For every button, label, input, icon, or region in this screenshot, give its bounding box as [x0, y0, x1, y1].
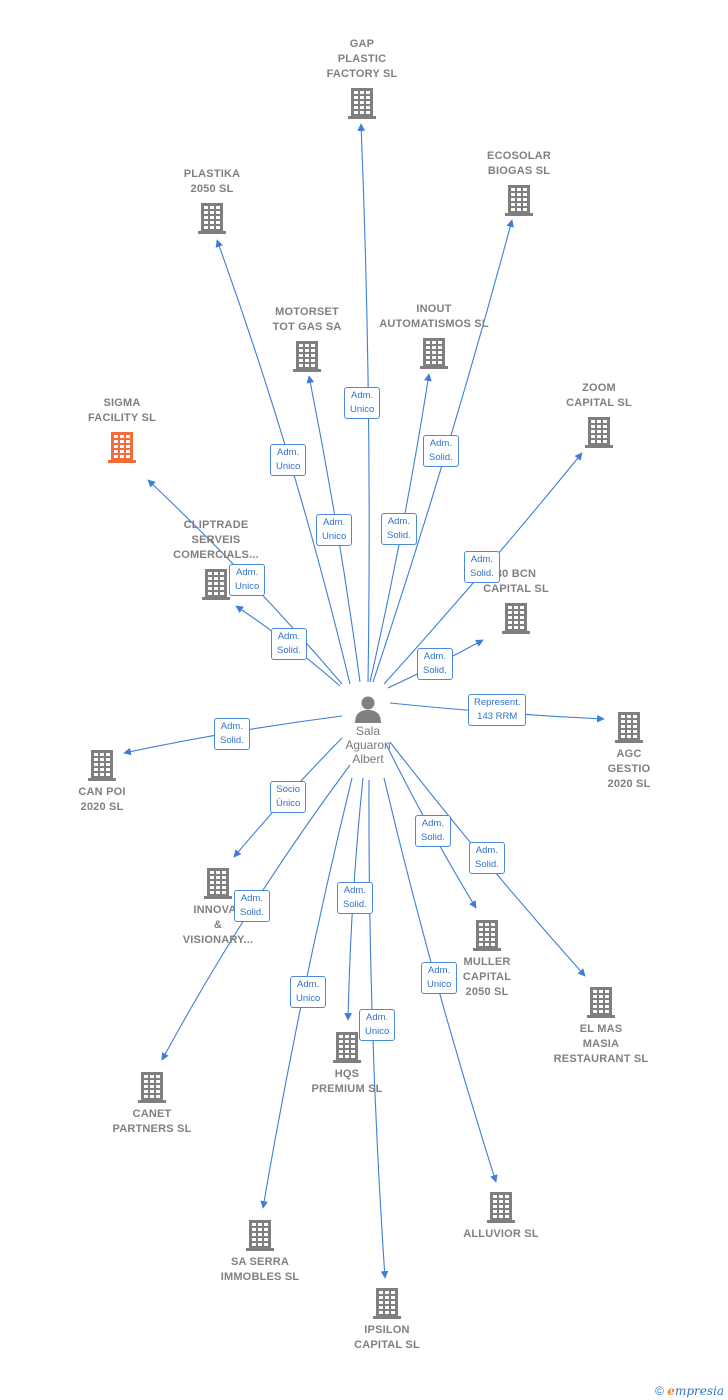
company-node-canet[interactable]: CANET PARTNERS SL	[87, 1070, 217, 1137]
edge-label-agc[interactable]: Represent. 143 RRM	[468, 694, 527, 726]
edge-label-inout[interactable]: Adm. Solid.	[381, 513, 417, 545]
company-node-canpoi[interactable]: CAN POI 2020 SL	[37, 748, 167, 815]
building-icon	[246, 1220, 274, 1251]
company-node-gap[interactable]: GAP PLASTIC FACTORY SL	[297, 37, 427, 120]
edge-label-canpoi[interactable]: Adm. Solid.	[214, 718, 250, 750]
company-name: CLIPTRADE SERVEIS COMERCIALS...	[173, 519, 259, 561]
building-icon	[502, 603, 530, 634]
company-name: CAN POI 2020 SL	[78, 786, 126, 813]
company-node-motorset[interactable]: MOTORSET TOT GAS SA	[242, 305, 372, 373]
company-name: MULLER CAPITAL 2050 SL	[462, 956, 512, 998]
company-node-alluvior[interactable]: ALLUVIOR SL	[436, 1190, 566, 1242]
edge-label-ecosolar[interactable]: Adm. Solid.	[423, 435, 459, 467]
company-node-elmas[interactable]: EL MAS MASIA RESTAURANT SL	[536, 985, 666, 1067]
edge-label-muller[interactable]: Adm. Solid.	[415, 815, 451, 847]
edge-label-alluvior[interactable]: Adm. Unico	[421, 962, 458, 994]
building-icon	[204, 868, 232, 899]
person-icon	[355, 696, 381, 723]
footer-credit: © empresia	[655, 1384, 724, 1398]
company-name: INNOVAT & VISIONARY...	[182, 904, 254, 946]
company-name: MOTORSET TOT GAS SA	[272, 306, 342, 333]
company-node-inout[interactable]: INOUT AUTOMATISMOS SL	[369, 302, 499, 370]
company-node-ipsilon[interactable]: IPSILON CAPITAL SL	[322, 1286, 452, 1353]
building-icon	[473, 920, 501, 951]
building-icon	[293, 341, 321, 372]
building-icon	[348, 88, 376, 119]
company-node-ecosolar[interactable]: ECOSOLAR BIOGAS SL	[454, 149, 584, 217]
edge-label-zoom[interactable]: Adm. Solid.	[464, 551, 500, 583]
center-person[interactable]: Sala Aguaron Albert	[323, 694, 413, 766]
building-icon	[198, 203, 226, 234]
company-node-bcn30[interactable]: 30 BCN CAPITAL SL	[451, 567, 581, 635]
building-icon	[373, 1288, 401, 1319]
edge-label-canet[interactable]: Adm. Solid.	[234, 890, 270, 922]
building-icon	[138, 1072, 166, 1103]
building-icon	[505, 185, 533, 216]
building-icon	[202, 569, 230, 600]
edge-label-innovat[interactable]: Socio Único	[270, 781, 307, 813]
edge-label-saserra[interactable]: Adm. Unico	[290, 976, 327, 1008]
company-node-zoom[interactable]: ZOOM CAPITAL SL	[534, 381, 664, 449]
company-node-saserra[interactable]: SA SERRA IMMOBLES SL	[195, 1218, 325, 1285]
edge-label-motorset[interactable]: Adm. Unico	[316, 514, 353, 546]
company-name: EL MAS MASIA RESTAURANT SL	[553, 1023, 649, 1065]
edge-label-elmas[interactable]: Adm. Solid.	[469, 842, 505, 874]
edge-label-gap[interactable]: Adm. Unico	[344, 387, 381, 419]
copyright-symbol: ©	[655, 1384, 664, 1398]
company-name: PLASTIKA 2050 SL	[183, 168, 241, 195]
brand-logo: empresia	[667, 1384, 724, 1398]
company-node-plastika[interactable]: PLASTIKA 2050 SL	[147, 167, 277, 235]
company-node-hqs[interactable]: HQS PREMIUM SL	[282, 1030, 412, 1097]
company-node-sigma[interactable]: SIGMA FACILITY SL	[57, 396, 187, 464]
building-icon	[333, 1032, 361, 1063]
building-icon	[585, 417, 613, 448]
company-name: ZOOM CAPITAL SL	[566, 382, 632, 409]
building-icon	[487, 1192, 515, 1223]
company-node-muller[interactable]: MULLER CAPITAL 2050 SL	[422, 918, 552, 1000]
company-node-agc[interactable]: AGC GESTIO 2020 SL	[564, 710, 694, 792]
building-icon	[587, 987, 615, 1018]
company-node-innovat[interactable]: INNOVAT & VISIONARY...	[153, 866, 283, 948]
company-name: ECOSOLAR BIOGAS SL	[487, 150, 551, 177]
building-icon	[88, 750, 116, 781]
building-icon	[108, 432, 136, 463]
edge-label-plastika[interactable]: Adm. Unico	[270, 444, 307, 476]
edge-label-bcn30[interactable]: Adm. Solid.	[417, 648, 453, 680]
edge-label-ipsilon[interactable]: Adm. Unico	[359, 1009, 396, 1041]
building-icon	[615, 712, 643, 743]
company-name: INOUT AUTOMATISMOS SL	[379, 303, 489, 330]
edge-label-cliptrade[interactable]: Adm. Solid.	[271, 628, 307, 660]
company-name: IPSILON CAPITAL SL	[354, 1324, 420, 1351]
company-name: AGC GESTIO 2020 SL	[607, 748, 651, 790]
company-name: ALLUVIOR SL	[463, 1228, 539, 1240]
company-name: 30 BCN CAPITAL SL	[483, 568, 549, 595]
company-name: SIGMA FACILITY SL	[87, 397, 156, 424]
company-name: SA SERRA IMMOBLES SL	[220, 1256, 300, 1283]
company-name: HQS PREMIUM SL	[311, 1068, 383, 1095]
building-icon	[420, 338, 448, 369]
company-name: GAP PLASTIC FACTORY SL	[326, 38, 398, 80]
edge-label-hqs[interactable]: Adm. Solid.	[337, 882, 373, 914]
company-name: CANET PARTNERS SL	[112, 1108, 192, 1135]
company-node-cliptrade[interactable]: CLIPTRADE SERVEIS COMERCIALS...	[151, 518, 281, 601]
person-name: Sala Aguaron Albert	[345, 724, 391, 766]
edge-label-sigma[interactable]: Adm. Unico	[229, 564, 266, 596]
